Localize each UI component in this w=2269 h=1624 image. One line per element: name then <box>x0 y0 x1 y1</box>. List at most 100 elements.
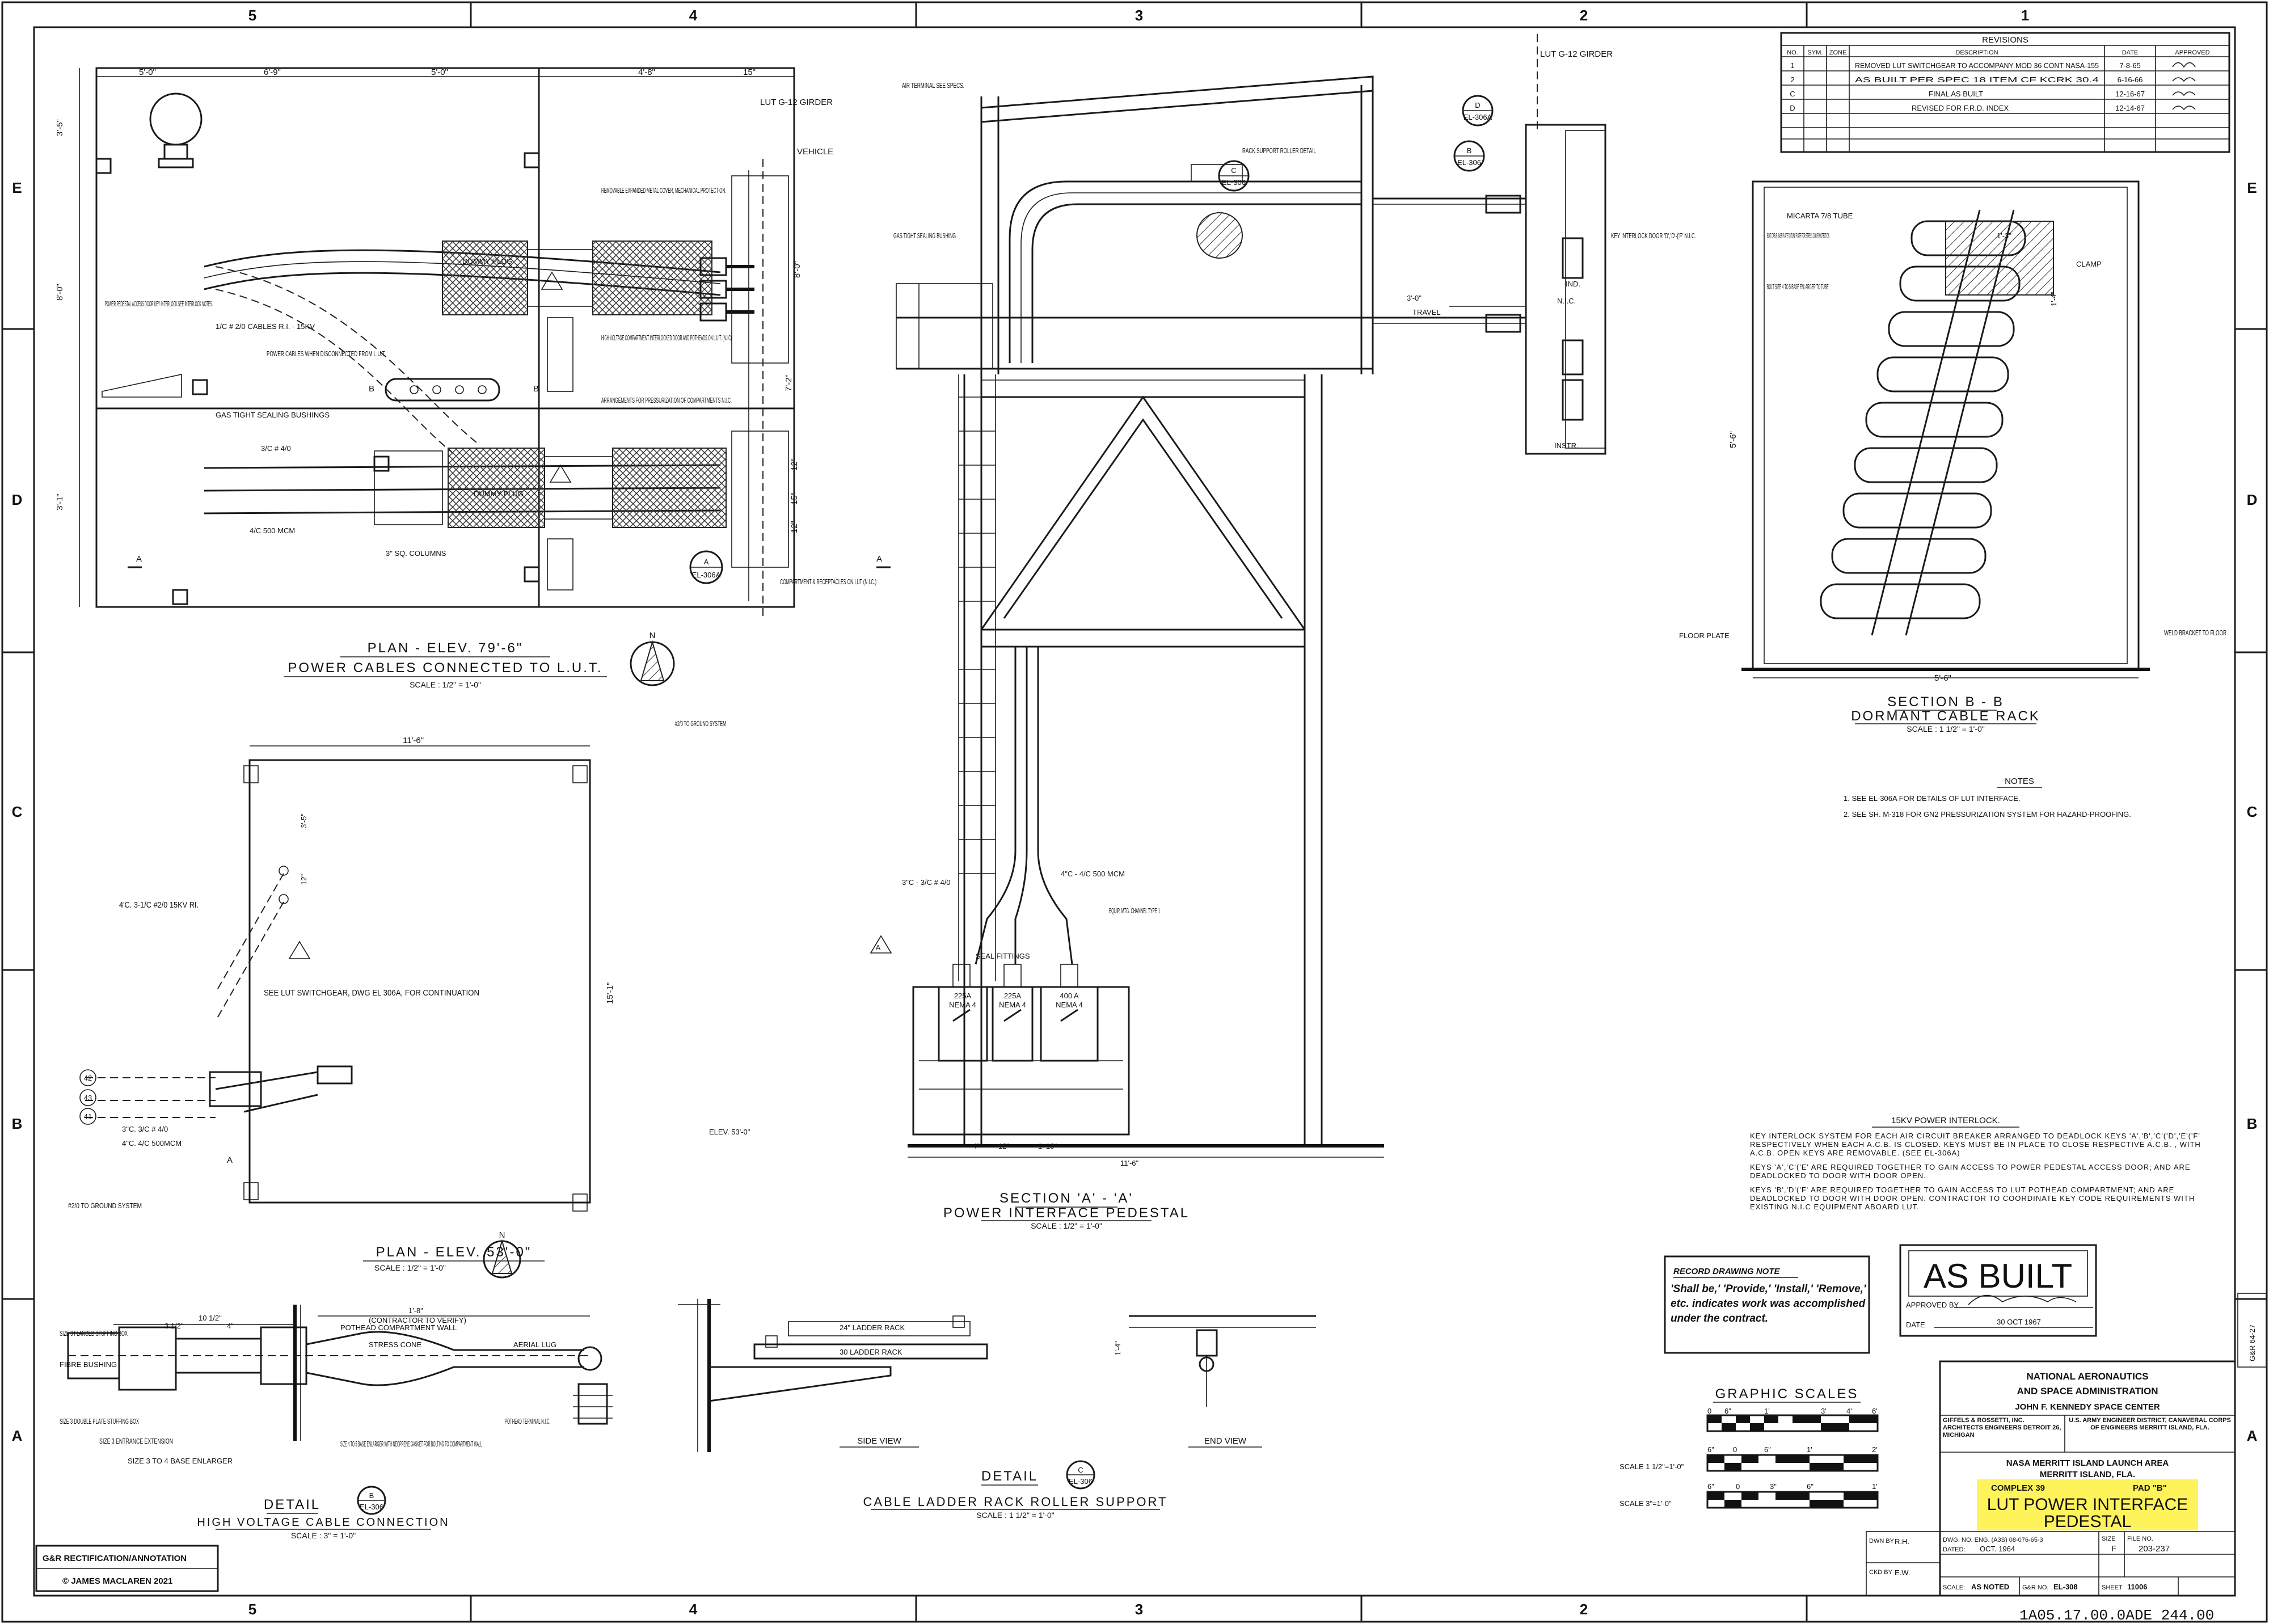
svg-text:NEMA 4: NEMA 4 <box>1056 1001 1083 1009</box>
zone-bottom-3: 3 <box>1135 1601 1143 1618</box>
tb-corps: U.S. ARMY ENGINEER DISTRICT, CANAVERAL C… <box>2069 1417 2231 1431</box>
svg-text:EL-308: EL-308 <box>2053 1583 2078 1591</box>
svg-text:EL-306A: EL-306A <box>1464 113 1492 121</box>
revisions-title: REVISIONS <box>1982 35 2028 45</box>
svg-text:4'-8": 4'-8" <box>638 68 655 77</box>
svg-text:3/C # 4/0: 3/C # 4/0 <box>261 444 291 453</box>
notes-block: NOTES 1. SEE EL-306A FOR DETAILS OF LUT … <box>1844 777 2131 819</box>
svg-text:B: B <box>369 1491 374 1500</box>
svg-text:CLAMP: CLAMP <box>2076 260 2102 268</box>
svg-text:SYM.: SYM. <box>1808 49 1823 56</box>
svg-text:N: N <box>499 1230 505 1240</box>
svg-text:A: A <box>876 943 881 952</box>
zone-bottom-2: 2 <box>1580 1601 1588 1618</box>
scale-2-label: SCALE 3"=1'-0" <box>1619 1499 1672 1508</box>
svg-text:1/C # 2/0 CABLES R.I. - 15KV: 1/C # 2/0 CABLES R.I. - 15KV <box>216 322 315 331</box>
index-number: 1A05.17.00.0ADE 244.00 <box>2019 1607 2214 1624</box>
svg-text:A: A <box>227 1155 233 1165</box>
lamp-icon <box>149 92 203 168</box>
svg-text:43: 43 <box>84 1094 92 1102</box>
svg-text:12-14-67: 12-14-67 <box>2115 104 2145 112</box>
hv-detail-title: DETAIL <box>264 1497 320 1512</box>
svg-text:12": 12" <box>790 521 799 533</box>
label-lut-girder: LUT G-12 GIRDER <box>760 98 833 107</box>
svg-text:HIGH VOLTAGE COMPARTMENT INTER: HIGH VOLTAGE COMPARTMENT INTERLOCKED DOO… <box>601 334 732 342</box>
svg-text:BOLT SIZE 4 TO 5 BASE ENLARGER: BOLT SIZE 4 TO 5 BASE ENLARGER TO TUBE. <box>1767 282 1829 291</box>
section-bb-view: MICARTA 7/8 TUBE BOLT CABLE BASE PLATE T… <box>1679 180 2226 733</box>
svg-text:FLOOR PLATE: FLOOR PLATE <box>1679 631 1730 640</box>
roller-detail-view: 24" LADDER RACK 30 LADDER RACK SIDE VIEW… <box>678 1299 1316 1520</box>
svg-text:SCALE : 3" = 1'-0": SCALE : 3" = 1'-0" <box>291 1531 356 1540</box>
svg-text:KEY INTERLOCK DOOR 'D','D'-('F: KEY INTERLOCK DOOR 'D','D'-('F' N.I.C. <box>1611 231 1696 240</box>
svg-text:1'-8": 1'-8" <box>408 1306 423 1315</box>
rev-row-1-desc: REMOVED LUT SWITCHGEAR TO ACCOMPANY MOD … <box>1855 61 2099 70</box>
plan-79-subtitle: POWER CABLES CONNECTED TO L.U.T. <box>288 660 602 676</box>
title-highlight <box>1977 1479 2198 1530</box>
breaker-3-amps: 400 A <box>1060 992 1079 1000</box>
svg-text:DESCRIPTION: DESCRIPTION <box>1955 49 1998 56</box>
svg-text:NO.: NO. <box>1787 49 1798 56</box>
svg-text:POTHEAD COMPARTMENT WALL: POTHEAD COMPARTMENT WALL <box>340 1323 457 1332</box>
as-built-stamp: AS BUILT APPROVED BY DATE 30 OCT 1967 <box>1899 1244 2097 1337</box>
svg-text:AS BUILT PER SPEC 18 ITEM CF K: AS BUILT PER SPEC 18 ITEM CF KCRK 30.4 <box>1855 75 2099 84</box>
svg-text:1'-3": 1'-3" <box>1997 231 2011 240</box>
zone-bottom-5: 5 <box>248 1601 256 1618</box>
zone-right-A: A <box>2247 1427 2258 1444</box>
svg-text:COMPARTMENT & RECEPTACLES ON L: COMPARTMENT & RECEPTACLES ON LUT (N.I.C.… <box>780 577 876 586</box>
svg-text:DATE: DATE <box>1906 1321 1925 1329</box>
section-bb-title: SECTION B - B <box>1887 694 2004 710</box>
title-block: NATIONAL AERONAUTICS AND SPACE ADMINISTR… <box>1866 1360 2236 1597</box>
svg-text:RACK SUPPORT ROLLER DETAIL: RACK SUPPORT ROLLER DETAIL <box>1242 146 1316 155</box>
svg-text:8'-0": 8'-0" <box>792 261 802 278</box>
breaker-2-amps: 225A <box>1004 992 1022 1000</box>
svg-text:(CONTRACTOR TO VERIFY): (CONTRACTOR TO VERIFY) <box>369 1316 466 1324</box>
svg-text:END VIEW: END VIEW <box>1204 1436 1247 1446</box>
svg-text:NEMA 4: NEMA 4 <box>999 1001 1026 1009</box>
svg-text:NASA MERRITT ISLAND LAUNCH ARE: NASA MERRITT ISLAND LAUNCH AREA <box>2006 1458 2169 1468</box>
svg-text:3'-1": 3'-1" <box>55 493 65 511</box>
svg-text:SIZE: SIZE <box>2102 1536 2115 1542</box>
tb-agency-2: AND SPACE ADMINISTRATION <box>2017 1386 2158 1397</box>
svg-text:SIZE 3 DOUBLE PLATE STUFFING B: SIZE 3 DOUBLE PLATE STUFFING BOX <box>60 1417 139 1425</box>
zone-left-D: D <box>12 491 23 508</box>
svg-text:ELEV. 53'-0": ELEV. 53'-0" <box>709 1128 750 1136</box>
svg-text:12": 12" <box>998 1142 1009 1150</box>
svg-text:SCALE : 1 1/2" = 1'-0": SCALE : 1 1/2" = 1'-0" <box>1907 724 1985 733</box>
breaker-1-amps: 225A <box>954 992 972 1000</box>
svg-text:6": 6" <box>1707 1482 1714 1491</box>
tb-drawing-title-2: PEDESTAL <box>2044 1512 2132 1531</box>
roller-detail-title: DETAIL <box>981 1469 1038 1484</box>
svg-text:4"C - 4/C 500 MCM: 4"C - 4/C 500 MCM <box>1061 870 1125 878</box>
record-note-body: 'Shall be,' 'Provide,' 'Install,' 'Remov… <box>1671 1283 1866 1324</box>
zone-left-A: A <box>12 1427 23 1444</box>
svg-text:N.I.C.: N.I.C. <box>1557 297 1576 305</box>
svg-text:POWER PEDESTAL ACCESS DOOR KEY: POWER PEDESTAL ACCESS DOOR KEY INTERLOCK… <box>105 300 213 308</box>
svg-text:0: 0 <box>1707 1407 1711 1415</box>
svg-text:APPROVED BY: APPROVED BY <box>1906 1301 1959 1309</box>
svg-text:12-16-67: 12-16-67 <box>2115 90 2145 98</box>
svg-text:8'-0": 8'-0" <box>55 284 65 301</box>
tb-agency-1: NATIONAL AERONAUTICS <box>2026 1371 2148 1382</box>
zone-top-4: 4 <box>689 7 698 24</box>
svg-text:SIDE VIEW: SIDE VIEW <box>857 1436 901 1446</box>
svg-text:1. SEE EL-306A FOR DETAILS OF: 1. SEE EL-306A FOR DETAILS OF LUT INTERF… <box>1844 794 2021 803</box>
svg-text:REVISED FOR F.R.D. INDEX: REVISED FOR F.R.D. INDEX <box>1912 104 2009 112</box>
svg-text:10 1/2": 10 1/2" <box>199 1314 222 1322</box>
svg-text:AIR TERMINAL SEE SPECS.: AIR TERMINAL SEE SPECS. <box>902 81 964 90</box>
plan-79-title: PLAN - ELEV. 79'-6" <box>368 640 524 656</box>
svg-text:SIZE 3 ENTRANCE EXTENSION: SIZE 3 ENTRANCE EXTENSION <box>99 1437 173 1445</box>
zone-left-B: B <box>12 1115 23 1132</box>
svg-text:DUMMY PLUG: DUMMY PLUG <box>474 490 524 498</box>
north-arrow-icon: N <box>483 1230 521 1279</box>
svg-text:4": 4" <box>973 1142 980 1150</box>
zone-left-E: E <box>12 179 22 196</box>
svg-text:4'C. 3-1/C #2/0 15KV RI.: 4'C. 3-1/C #2/0 15KV RI. <box>119 900 199 910</box>
svg-text:DUMMY PLUG: DUMMY PLUG <box>462 257 512 265</box>
zone-top-3: 3 <box>1135 7 1143 24</box>
svg-text:6": 6" <box>1724 1407 1731 1415</box>
svg-text:EL-306A: EL-306A <box>692 571 721 579</box>
interlock-view: LUT G-12 GIRDER KEY INTERLOCK DOOR 'D','… <box>1373 34 1696 455</box>
tb-center: JOHN F. KENNEDY SPACE CENTER <box>2015 1402 2160 1412</box>
svg-text:3 1/2": 3 1/2" <box>165 1322 184 1330</box>
svg-text:#2/0 TO GROUND SYSTEM: #2/0 TO GROUND SYSTEM <box>68 1201 142 1210</box>
